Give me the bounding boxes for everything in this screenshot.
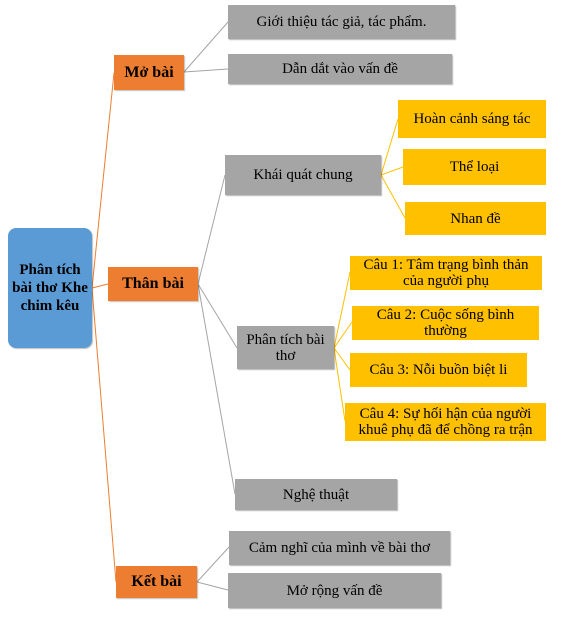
khai-quat-item-1: Hoàn cảnh sáng tác (398, 100, 546, 138)
root-node: Phân tích bài thơ Khe chim kêu (8, 228, 92, 348)
mo-bai-item-1: Giới thiệu tác giả, tác phẩm. (228, 5, 455, 39)
ket-bai-node: Kết bài (116, 566, 197, 598)
phan-tich-item-2: Câu 2: Cuộc sống bình thường (352, 306, 539, 340)
khai-quat-item-3: Nhan đề (405, 202, 546, 235)
mo-bai-item-2: Dẫn dắt vào vấn đề (228, 54, 452, 84)
link-phan-tich-4 (333, 347, 346, 422)
link-mo-bai-1 (183, 21, 229, 73)
phan-tich-item-4: Câu 4: Sự hối hận của người khuê phụ đã … (345, 403, 546, 441)
phan-tich-item-3: Câu 3: Nỗi buồn biệt li (350, 353, 527, 387)
ket-bai-item-2: Mở rộng vấn đề (228, 573, 441, 608)
nghe-thuat-node: Nghệ thuật (235, 479, 397, 510)
link-phan-tich-2 (333, 321, 353, 349)
phan-tich-item-1: Câu 1: Tâm trạng bình thản của người phụ (350, 256, 542, 290)
mo-bai-node: Mở bài (114, 55, 184, 90)
link-ket-bai-1 (196, 546, 230, 583)
than-bai-node: Thân bài (108, 267, 198, 301)
link-than-bai-khai-quat (197, 174, 226, 285)
link-phan-tich-3 (333, 347, 351, 371)
link-root-mo-bai (91, 72, 115, 289)
link-ket-bai-2 (196, 581, 229, 591)
link-khai-quat-1 (380, 118, 399, 176)
link-than-bai-phan-tich (197, 283, 238, 349)
link-root-ket-bai (91, 287, 117, 583)
link-root-than-bai (91, 283, 109, 289)
link-phan-tich-1 (333, 271, 351, 349)
phan-tich-node: Phân tích bài thơ (237, 326, 334, 369)
ket-bai-item-1: Cảm nghĩ của mình về bài thơ (229, 531, 450, 565)
link-than-bai-nghe-thuat (197, 283, 236, 495)
khai-quat-item-2: Thể loại (403, 149, 546, 185)
link-mo-bai-2 (183, 68, 229, 73)
khai-quat-node: Khái quát chung (225, 155, 381, 195)
link-khai-quat-3 (380, 174, 406, 219)
link-khai-quat-2 (380, 166, 404, 176)
